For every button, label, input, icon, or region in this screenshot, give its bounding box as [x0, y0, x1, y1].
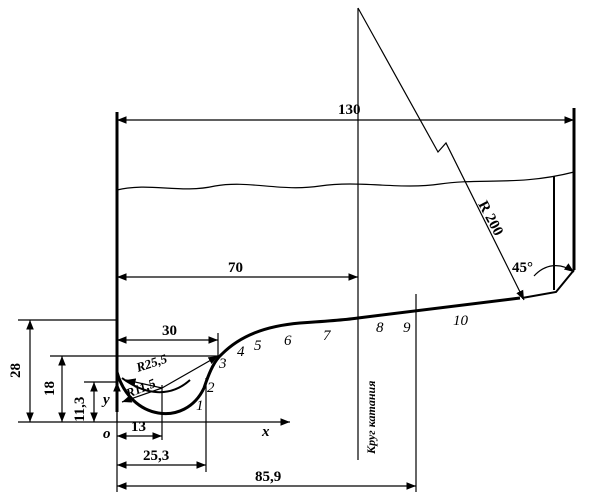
- dim-25-3: 25,3: [117, 378, 207, 472]
- dim-130-label: 130: [338, 102, 361, 118]
- radius-200-line: [357, 7, 525, 460]
- dim-70-label: 70: [228, 260, 243, 276]
- origin-label: o: [103, 426, 111, 442]
- y-axis-label: y: [101, 392, 110, 408]
- dim-28: 28: [8, 319, 117, 422]
- radius-11-5-label: R11,5: [123, 375, 158, 401]
- inner-radii: R25,5 R11,5: [121, 351, 219, 403]
- point-label-5: 5: [254, 338, 262, 354]
- point-label-9: 9: [403, 320, 411, 336]
- point-label-2: 2: [207, 380, 215, 396]
- profile-points: 1 2 3 4 5 6 7 8 9 10: [196, 313, 469, 414]
- radius-25-5-label: R25,5: [133, 351, 169, 375]
- dim-130: 130: [117, 102, 574, 124]
- point-label-4: 4: [237, 344, 245, 360]
- dim-30-label: 30: [162, 323, 177, 339]
- dim-11-3: 11,3: [72, 381, 117, 422]
- rolling-circle-label: Круг катания: [364, 381, 378, 455]
- angle-45-label: 45°: [512, 260, 533, 276]
- dim-25-3-label: 25,3: [143, 448, 169, 464]
- dim-85-9-label: 85,9: [255, 469, 281, 485]
- dim-85-9: 85,9: [116, 294, 417, 492]
- dim-18: 18: [42, 355, 218, 422]
- dim-13-label: 13: [131, 419, 146, 435]
- point-label-8: 8: [376, 320, 384, 336]
- dim-13: 13: [117, 385, 163, 440]
- wheel-outline: [115, 108, 576, 415]
- dim-30: 30: [117, 323, 219, 360]
- angle-45: 45°: [512, 260, 575, 277]
- point-label-1: 1: [196, 398, 204, 414]
- point-label-3: 3: [218, 356, 227, 372]
- dim-70: 70: [117, 260, 358, 281]
- point-label-10: 10: [453, 313, 469, 329]
- dim-11-3-label: 11,3: [72, 397, 88, 422]
- x-axis-label: x: [261, 424, 270, 440]
- radius-200-label: R 200: [474, 198, 506, 238]
- coordinate-axes: o x y: [18, 382, 290, 442]
- dim-18-label: 18: [42, 381, 58, 396]
- point-label-6: 6: [284, 333, 292, 349]
- point-label-7: 7: [323, 328, 332, 344]
- dim-28-label: 28: [8, 363, 24, 378]
